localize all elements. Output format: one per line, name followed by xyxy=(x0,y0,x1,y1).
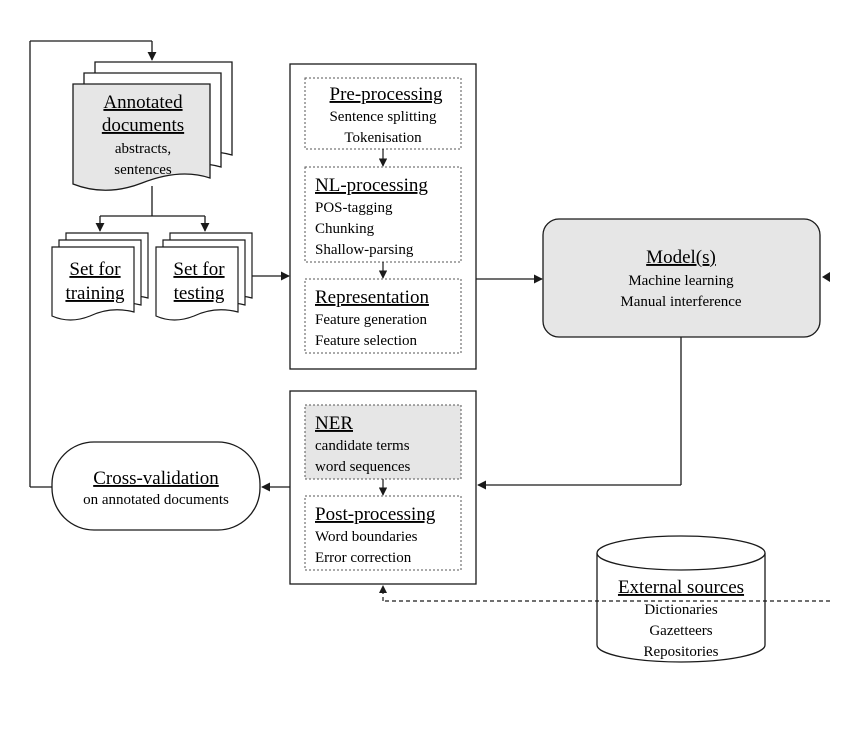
representation-item: Feature generation xyxy=(315,312,428,328)
preprocessing-item: Tokenisation xyxy=(344,130,422,146)
annotated-sub-line1: abstracts, xyxy=(115,141,171,157)
representation-item: Feature selection xyxy=(315,333,418,349)
external-input-arrowhead xyxy=(379,585,387,593)
nl-processing-item: Chunking xyxy=(315,221,375,237)
models-box: Model(s) Machine learning Manual interfe… xyxy=(542,218,821,338)
set-training-line2: training xyxy=(65,283,125,304)
model-input-arrowhead xyxy=(822,272,830,282)
external-title: External sources xyxy=(618,577,744,598)
set-testing-line2: testing xyxy=(174,283,225,304)
external-item: Dictionaries xyxy=(644,602,717,618)
set-testing-stack: Set for testing xyxy=(155,232,253,321)
external-item: Repositories xyxy=(644,644,719,660)
representation-title: Representation xyxy=(315,287,429,308)
ner-item: word sequences xyxy=(315,459,411,475)
models-item: Manual interference xyxy=(620,294,742,310)
preprocessing-item: Sentence splitting xyxy=(329,109,437,125)
postprocessing-box: Post-processing Word boundaries Error co… xyxy=(304,495,462,571)
crossval-title: Cross-validation xyxy=(93,468,219,489)
feedback-loop-arrow xyxy=(29,40,157,488)
postprocessing-title: Post-processing xyxy=(315,504,436,525)
nl-processing-box: NL-processing POS-tagging Chunking Shall… xyxy=(304,166,462,263)
nl-processing-title: NL-processing xyxy=(315,175,428,196)
postprocessing-item: Word boundaries xyxy=(315,529,418,545)
annotated-title-line1: Annotated xyxy=(103,92,183,113)
nl-processing-item: Shallow-parsing xyxy=(315,242,414,258)
set-testing-line1: Set for xyxy=(173,259,225,280)
annotated-documents-stack: Annotated documents abstracts, sentences xyxy=(72,61,233,191)
arrow-model-to-recognition xyxy=(477,337,682,490)
annotated-sub-line2: sentences xyxy=(114,162,172,178)
external-sources-cylinder: External sources Dictionaries Gazetteers… xyxy=(596,535,766,663)
ner-title: NER xyxy=(315,413,353,434)
crossval-box: Cross-validation on annotated documents xyxy=(51,441,261,531)
crossval-sub: on annotated documents xyxy=(83,492,229,508)
set-training-line1: Set for xyxy=(69,259,121,280)
models-item: Machine learning xyxy=(628,273,734,289)
external-item: Gazetteers xyxy=(649,623,712,639)
postprocessing-item: Error correction xyxy=(315,550,412,566)
representation-box: Representation Feature generation Featur… xyxy=(304,278,462,354)
ner-box: NER candidate terms word sequences xyxy=(304,404,462,480)
annotated-title-line2: documents xyxy=(102,115,184,136)
split-connector xyxy=(95,186,210,232)
ner-item: candidate terms xyxy=(315,438,410,454)
nl-processing-item: POS-tagging xyxy=(315,200,393,216)
models-title: Model(s) xyxy=(646,247,716,268)
preprocessing-box: Pre-processing Sentence splitting Tokeni… xyxy=(304,77,462,150)
annotated-documents-front xyxy=(72,83,211,191)
set-training-stack: Set for training xyxy=(51,232,149,321)
preprocessing-title: Pre-processing xyxy=(330,84,443,105)
